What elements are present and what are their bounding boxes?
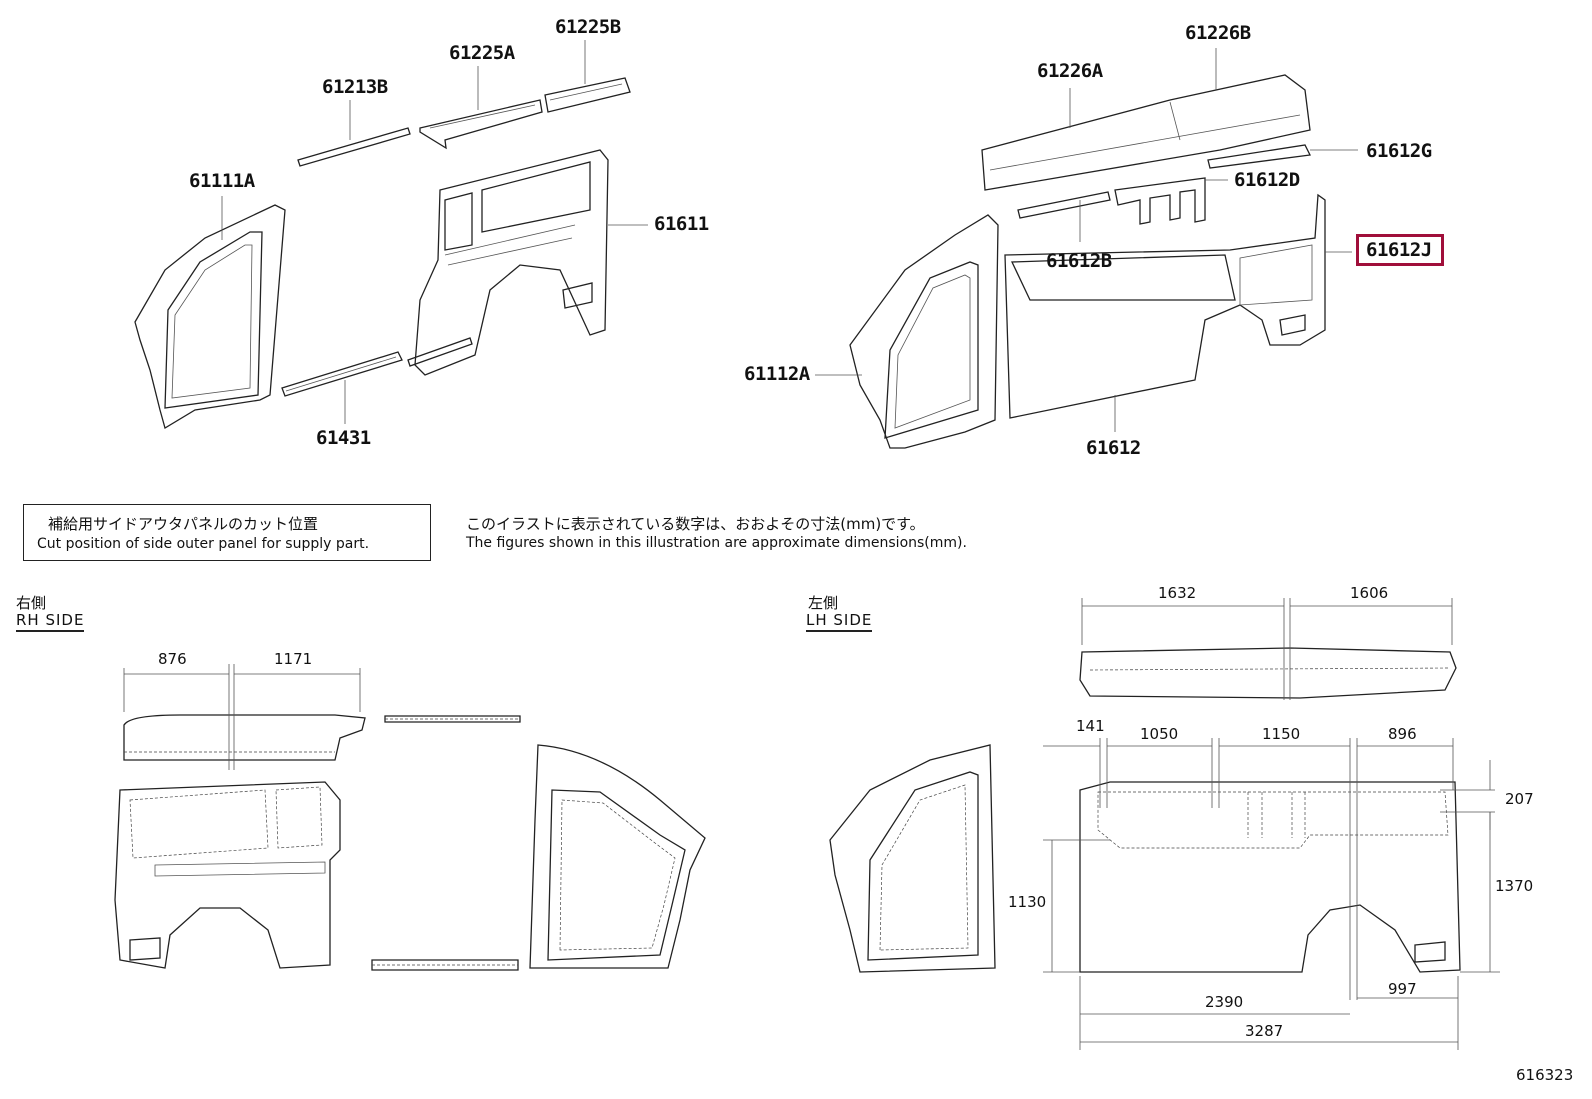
part-label-61225a[interactable]: 61225A — [449, 42, 515, 64]
lh-cut-diagram — [829, 598, 1500, 1050]
part-label-61112a[interactable]: 61112A — [744, 363, 810, 385]
dim-1150: 1150 — [1262, 725, 1301, 743]
dim-997: 997 — [1388, 980, 1417, 998]
dim-1606: 1606 — [1350, 584, 1389, 602]
note-en: Cut position of side outer panel for sup… — [37, 536, 370, 552]
lh-side-jp: 左側 — [808, 594, 839, 612]
part-label-61111a[interactable]: 61111A — [189, 170, 255, 192]
rh-side-jp: 右側 — [16, 594, 47, 612]
part-label-61225b[interactable]: 61225B — [555, 16, 621, 38]
dim-1370: 1370 — [1495, 877, 1534, 895]
rh-exploded-view — [134, 40, 648, 429]
part-label-61213b[interactable]: 61213B — [322, 76, 388, 98]
part-label-61611[interactable]: 61611 — [654, 213, 709, 235]
lh-side-en: LH SIDE — [806, 611, 873, 632]
dim-141: 141 — [1076, 717, 1105, 735]
part-label-61612[interactable]: 61612 — [1086, 437, 1141, 459]
part-label-61612b[interactable]: 61612B — [1046, 250, 1112, 272]
part-label-61612d[interactable]: 61612D — [1234, 169, 1300, 191]
cut-position-note: 補給用サイドアウタパネルのカット位置 Cut position of side … — [23, 504, 431, 561]
dim-896: 896 — [1388, 725, 1417, 743]
part-label-61226b[interactable]: 61226B — [1185, 22, 1251, 44]
dim-1632: 1632 — [1158, 584, 1197, 602]
rh-cut-diagram — [114, 664, 706, 971]
dimension-info-jp: このイラストに表示されている数字は、おおよその寸法(mm)です。 — [466, 515, 925, 533]
part-label-61612j[interactable]: 61612J — [1366, 239, 1432, 261]
part-label-61431[interactable]: 61431 — [316, 427, 371, 449]
rh-side-en: RH SIDE — [16, 611, 85, 632]
dimension-info-en: The figures shown in this illustration a… — [466, 535, 967, 551]
dim-1130: 1130 — [1008, 893, 1047, 911]
dim-2390: 2390 — [1205, 993, 1244, 1011]
part-label-61226a[interactable]: 61226A — [1037, 60, 1103, 82]
dim-1050: 1050 — [1140, 725, 1179, 743]
dim-3287: 3287 — [1245, 1022, 1284, 1040]
dim-1171: 1171 — [274, 650, 313, 668]
lh-exploded-view — [815, 48, 1358, 449]
dim-876: 876 — [158, 650, 187, 668]
part-label-61612g[interactable]: 61612G — [1366, 140, 1432, 162]
highlight-box — [1356, 234, 1444, 266]
note-jp: 補給用サイドアウタパネルのカット位置 — [48, 515, 319, 533]
dim-207: 207 — [1505, 790, 1534, 808]
figure-id: 616323 — [1516, 1066, 1574, 1084]
